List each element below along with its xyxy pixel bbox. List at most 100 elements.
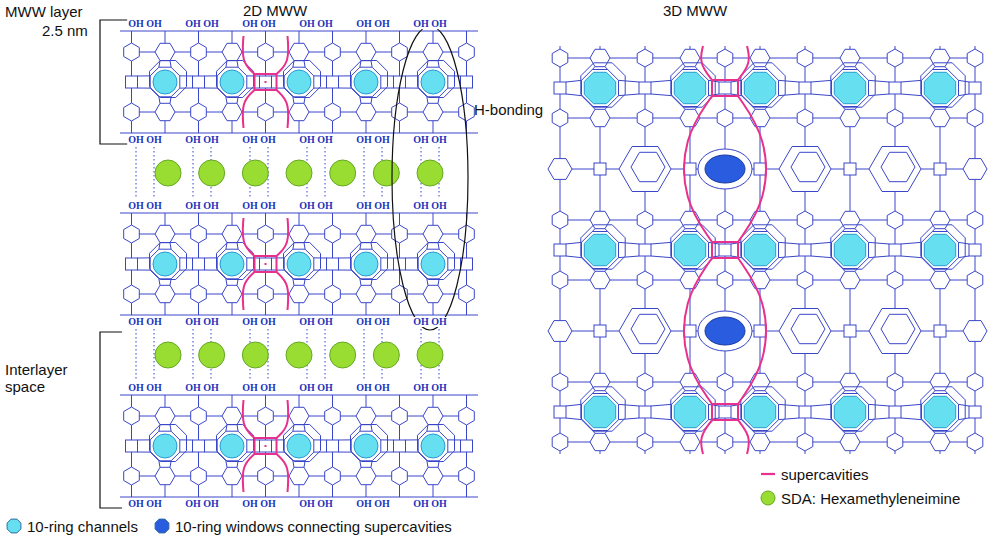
framework-bond bbox=[946, 169, 963, 170]
framework-bond bbox=[651, 94, 672, 96]
hydroxyl-label: OH OH bbox=[241, 499, 277, 509]
framework-bond bbox=[180, 452, 193, 453]
framework-bond bbox=[725, 127, 726, 149]
framework-bond bbox=[717, 49, 733, 67]
framework-bond bbox=[466, 452, 467, 467]
framework-bond bbox=[645, 289, 646, 308]
framework-bond bbox=[860, 58, 887, 59]
framework-bond bbox=[325, 285, 341, 303]
framework-bond bbox=[340, 416, 356, 417]
framework-bond bbox=[645, 94, 646, 109]
framework-bond bbox=[719, 82, 731, 94]
framework-bond bbox=[356, 467, 376, 484]
framework-bond bbox=[466, 31, 467, 43]
sda-molecule bbox=[417, 160, 443, 186]
framework-bond bbox=[967, 373, 983, 391]
framework-bond bbox=[940, 127, 941, 163]
framework-bond bbox=[293, 97, 294, 104]
framework-bond bbox=[568, 382, 590, 383]
framework-bond bbox=[138, 75, 151, 76]
framework-bond bbox=[206, 294, 222, 295]
framework-bond bbox=[226, 97, 227, 104]
framework-bond bbox=[265, 485, 266, 497]
framework-bond bbox=[940, 175, 941, 211]
framework-bond bbox=[222, 285, 242, 302]
framework-bond bbox=[232, 213, 233, 225]
framework-bond bbox=[639, 244, 651, 256]
supercavity-outline bbox=[255, 256, 277, 272]
framework-bond bbox=[260, 440, 272, 452]
framework-bond bbox=[592, 268, 595, 271]
framework-bond bbox=[605, 430, 608, 433]
legend-line bbox=[761, 473, 775, 475]
framework-bond bbox=[695, 67, 698, 70]
framework-bond bbox=[639, 82, 651, 94]
supercavity-outline bbox=[264, 81, 266, 83]
ring-channel bbox=[220, 434, 244, 458]
hydroxyl-label: OH OH bbox=[241, 383, 277, 393]
framework-bond bbox=[159, 97, 160, 104]
supercavity-outline bbox=[712, 80, 738, 96]
hydrogen-bond bbox=[136, 147, 137, 199]
framework-bond bbox=[438, 279, 439, 286]
framework-bond bbox=[725, 451, 726, 454]
framework-bond bbox=[406, 452, 419, 453]
framework-bond bbox=[360, 279, 361, 286]
framework-bond bbox=[813, 118, 840, 119]
framework-bond bbox=[855, 391, 858, 394]
dimension-bracket bbox=[100, 332, 122, 508]
framework-bond bbox=[325, 467, 341, 485]
framework-bond bbox=[198, 61, 199, 76]
framework-bond bbox=[653, 280, 680, 281]
hydroxyl-label: OH OH bbox=[412, 383, 448, 393]
framework-bond bbox=[855, 430, 858, 433]
framework-bond bbox=[371, 61, 372, 68]
sda-molecule bbox=[242, 342, 268, 368]
framework-bond bbox=[855, 268, 858, 271]
framework-bond bbox=[309, 234, 325, 235]
supercavity-outline bbox=[243, 454, 255, 492]
framework-bond bbox=[811, 404, 832, 406]
framework-bond bbox=[619, 147, 671, 192]
framework-bond bbox=[332, 61, 333, 76]
framework-bond bbox=[560, 46, 561, 49]
framework-bond bbox=[778, 418, 799, 420]
ring-channel bbox=[674, 72, 705, 103]
framework-bond bbox=[887, 373, 903, 391]
framework-bond bbox=[392, 43, 408, 61]
framework-bond bbox=[356, 103, 376, 120]
framework-bond bbox=[433, 395, 434, 407]
framework-bond bbox=[895, 354, 896, 373]
framework-bond bbox=[932, 67, 935, 70]
framework-bond bbox=[165, 213, 166, 225]
framework-bond bbox=[376, 52, 392, 53]
framework-bond bbox=[695, 229, 698, 232]
framework-bond bbox=[381, 75, 394, 76]
framework-bond bbox=[850, 175, 851, 211]
framework-bond bbox=[770, 442, 797, 443]
framework-bond bbox=[339, 270, 352, 271]
framework-bond bbox=[600, 337, 601, 373]
legend-text: 10-ring channels bbox=[27, 518, 138, 535]
framework-bond bbox=[881, 152, 915, 181]
framework-bond bbox=[247, 257, 260, 258]
framework-bond bbox=[273, 234, 289, 235]
framework-bond bbox=[366, 213, 367, 225]
framework-bond bbox=[242, 294, 258, 295]
framework-bond bbox=[975, 256, 976, 271]
framework-bond bbox=[594, 163, 606, 175]
framework-bond bbox=[427, 97, 428, 104]
framework-bond bbox=[139, 52, 155, 53]
hydroxyl-label: OH OH bbox=[298, 201, 334, 211]
framework-bond bbox=[406, 439, 419, 440]
framework-bond bbox=[903, 382, 930, 383]
framework-bond bbox=[552, 109, 568, 127]
framework-bond bbox=[284, 425, 321, 462]
supercavity-outline bbox=[701, 420, 712, 454]
framework-bond bbox=[930, 373, 950, 390]
sda-molecule bbox=[286, 342, 312, 368]
sda-molecule bbox=[417, 342, 443, 368]
framework-bond bbox=[466, 303, 467, 315]
framework-bond bbox=[856, 169, 869, 170]
framework-bond bbox=[766, 169, 779, 170]
